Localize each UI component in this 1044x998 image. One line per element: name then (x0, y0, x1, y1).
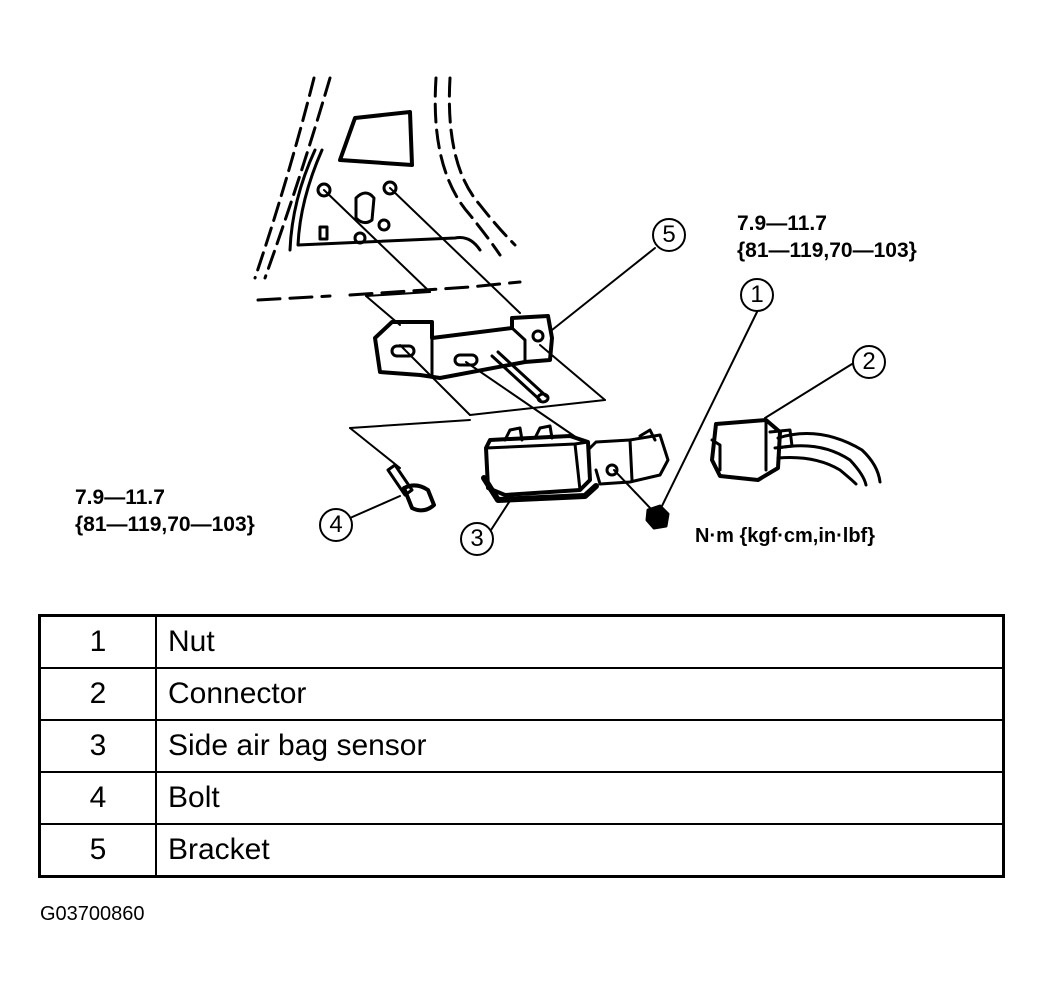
connector-part (710, 418, 882, 487)
torque-spec-nut: 7.9—11.7 {81—119,70—103} (737, 210, 917, 264)
part-number: 4 (38, 771, 157, 825)
bolt-part (386, 463, 436, 513)
leader-lines (349, 247, 853, 531)
parts-table: 1 Nut 2 Connector 3 Side air bag sensor … (38, 614, 1005, 878)
sensor-part (481, 424, 670, 503)
exploded-view-diagram (253, 76, 882, 531)
callout-3: 3 (460, 522, 494, 556)
part-number: 3 (38, 719, 157, 773)
bracket-part (373, 314, 554, 404)
figure-id: G03700860 (40, 903, 145, 925)
part-name: Bolt (155, 771, 1005, 825)
torque-spec-nut-value: 7.9—11.7 (737, 212, 827, 235)
alignment-lines (323, 187, 653, 511)
torque-units-label: N·m {kgf·cm,in·lbf} (695, 525, 875, 547)
body-panel (253, 76, 522, 302)
callout-2: 2 (852, 345, 886, 379)
part-name: Nut (155, 614, 1005, 669)
table-row: 5 Bracket (38, 823, 1005, 878)
torque-spec-nut-alt-units: {81—119,70—103} (737, 239, 917, 262)
nut-part (645, 504, 670, 530)
callout-1: 1 (740, 278, 774, 312)
table-row: 4 Bolt (38, 771, 1005, 825)
table-row: 3 Side air bag sensor (38, 719, 1005, 773)
callout-4: 4 (319, 508, 353, 542)
part-name: Bracket (155, 823, 1005, 878)
table-row: 2 Connector (38, 667, 1005, 721)
torque-spec-bolt: 7.9—11.7 {81—119,70—103} (75, 484, 255, 538)
part-name: Side air bag sensor (155, 719, 1005, 773)
part-number: 5 (38, 823, 157, 878)
part-name: Connector (155, 667, 1005, 721)
part-number: 2 (38, 667, 157, 721)
callout-5: 5 (652, 218, 686, 252)
table-row: 1 Nut (38, 614, 1005, 669)
torque-spec-bolt-value: 7.9—11.7 (75, 486, 165, 509)
torque-spec-bolt-alt-units: {81—119,70—103} (75, 513, 255, 536)
part-number: 1 (38, 614, 157, 669)
